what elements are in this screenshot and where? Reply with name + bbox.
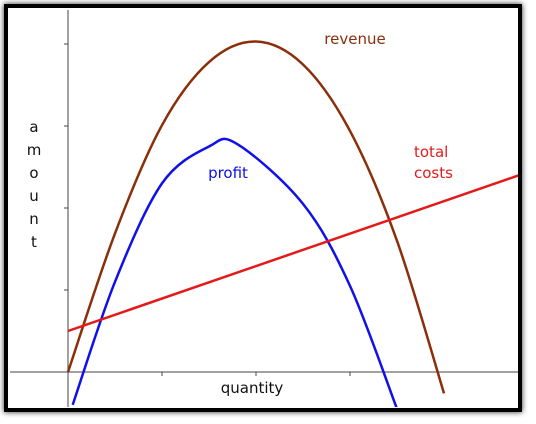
series-line-total-costs <box>67 174 518 333</box>
profit-label-card <box>203 160 253 186</box>
series-label-profit: profit <box>208 164 248 182</box>
series-label-revenue: revenue <box>324 30 385 48</box>
y-axis-label-letter: a <box>29 118 38 136</box>
chart-frame <box>4 4 522 412</box>
axes <box>10 10 518 407</box>
y-axis-label-letter: m <box>27 141 42 159</box>
revenue-label-card <box>322 26 388 52</box>
y-axis-label-letter: u <box>29 187 39 205</box>
x-axis-label: quantity <box>221 379 284 397</box>
y-axis-label-letter: n <box>29 210 39 228</box>
series-label-total-line1: total <box>414 143 448 161</box>
series-label-total-line2: costs <box>414 164 453 182</box>
series-line-revenue <box>66 40 446 394</box>
series-line-profit <box>71 137 398 407</box>
y-axis-label-letter: t <box>31 233 37 251</box>
y-axis-label-letter: o <box>29 164 38 182</box>
series-layer <box>66 40 518 407</box>
